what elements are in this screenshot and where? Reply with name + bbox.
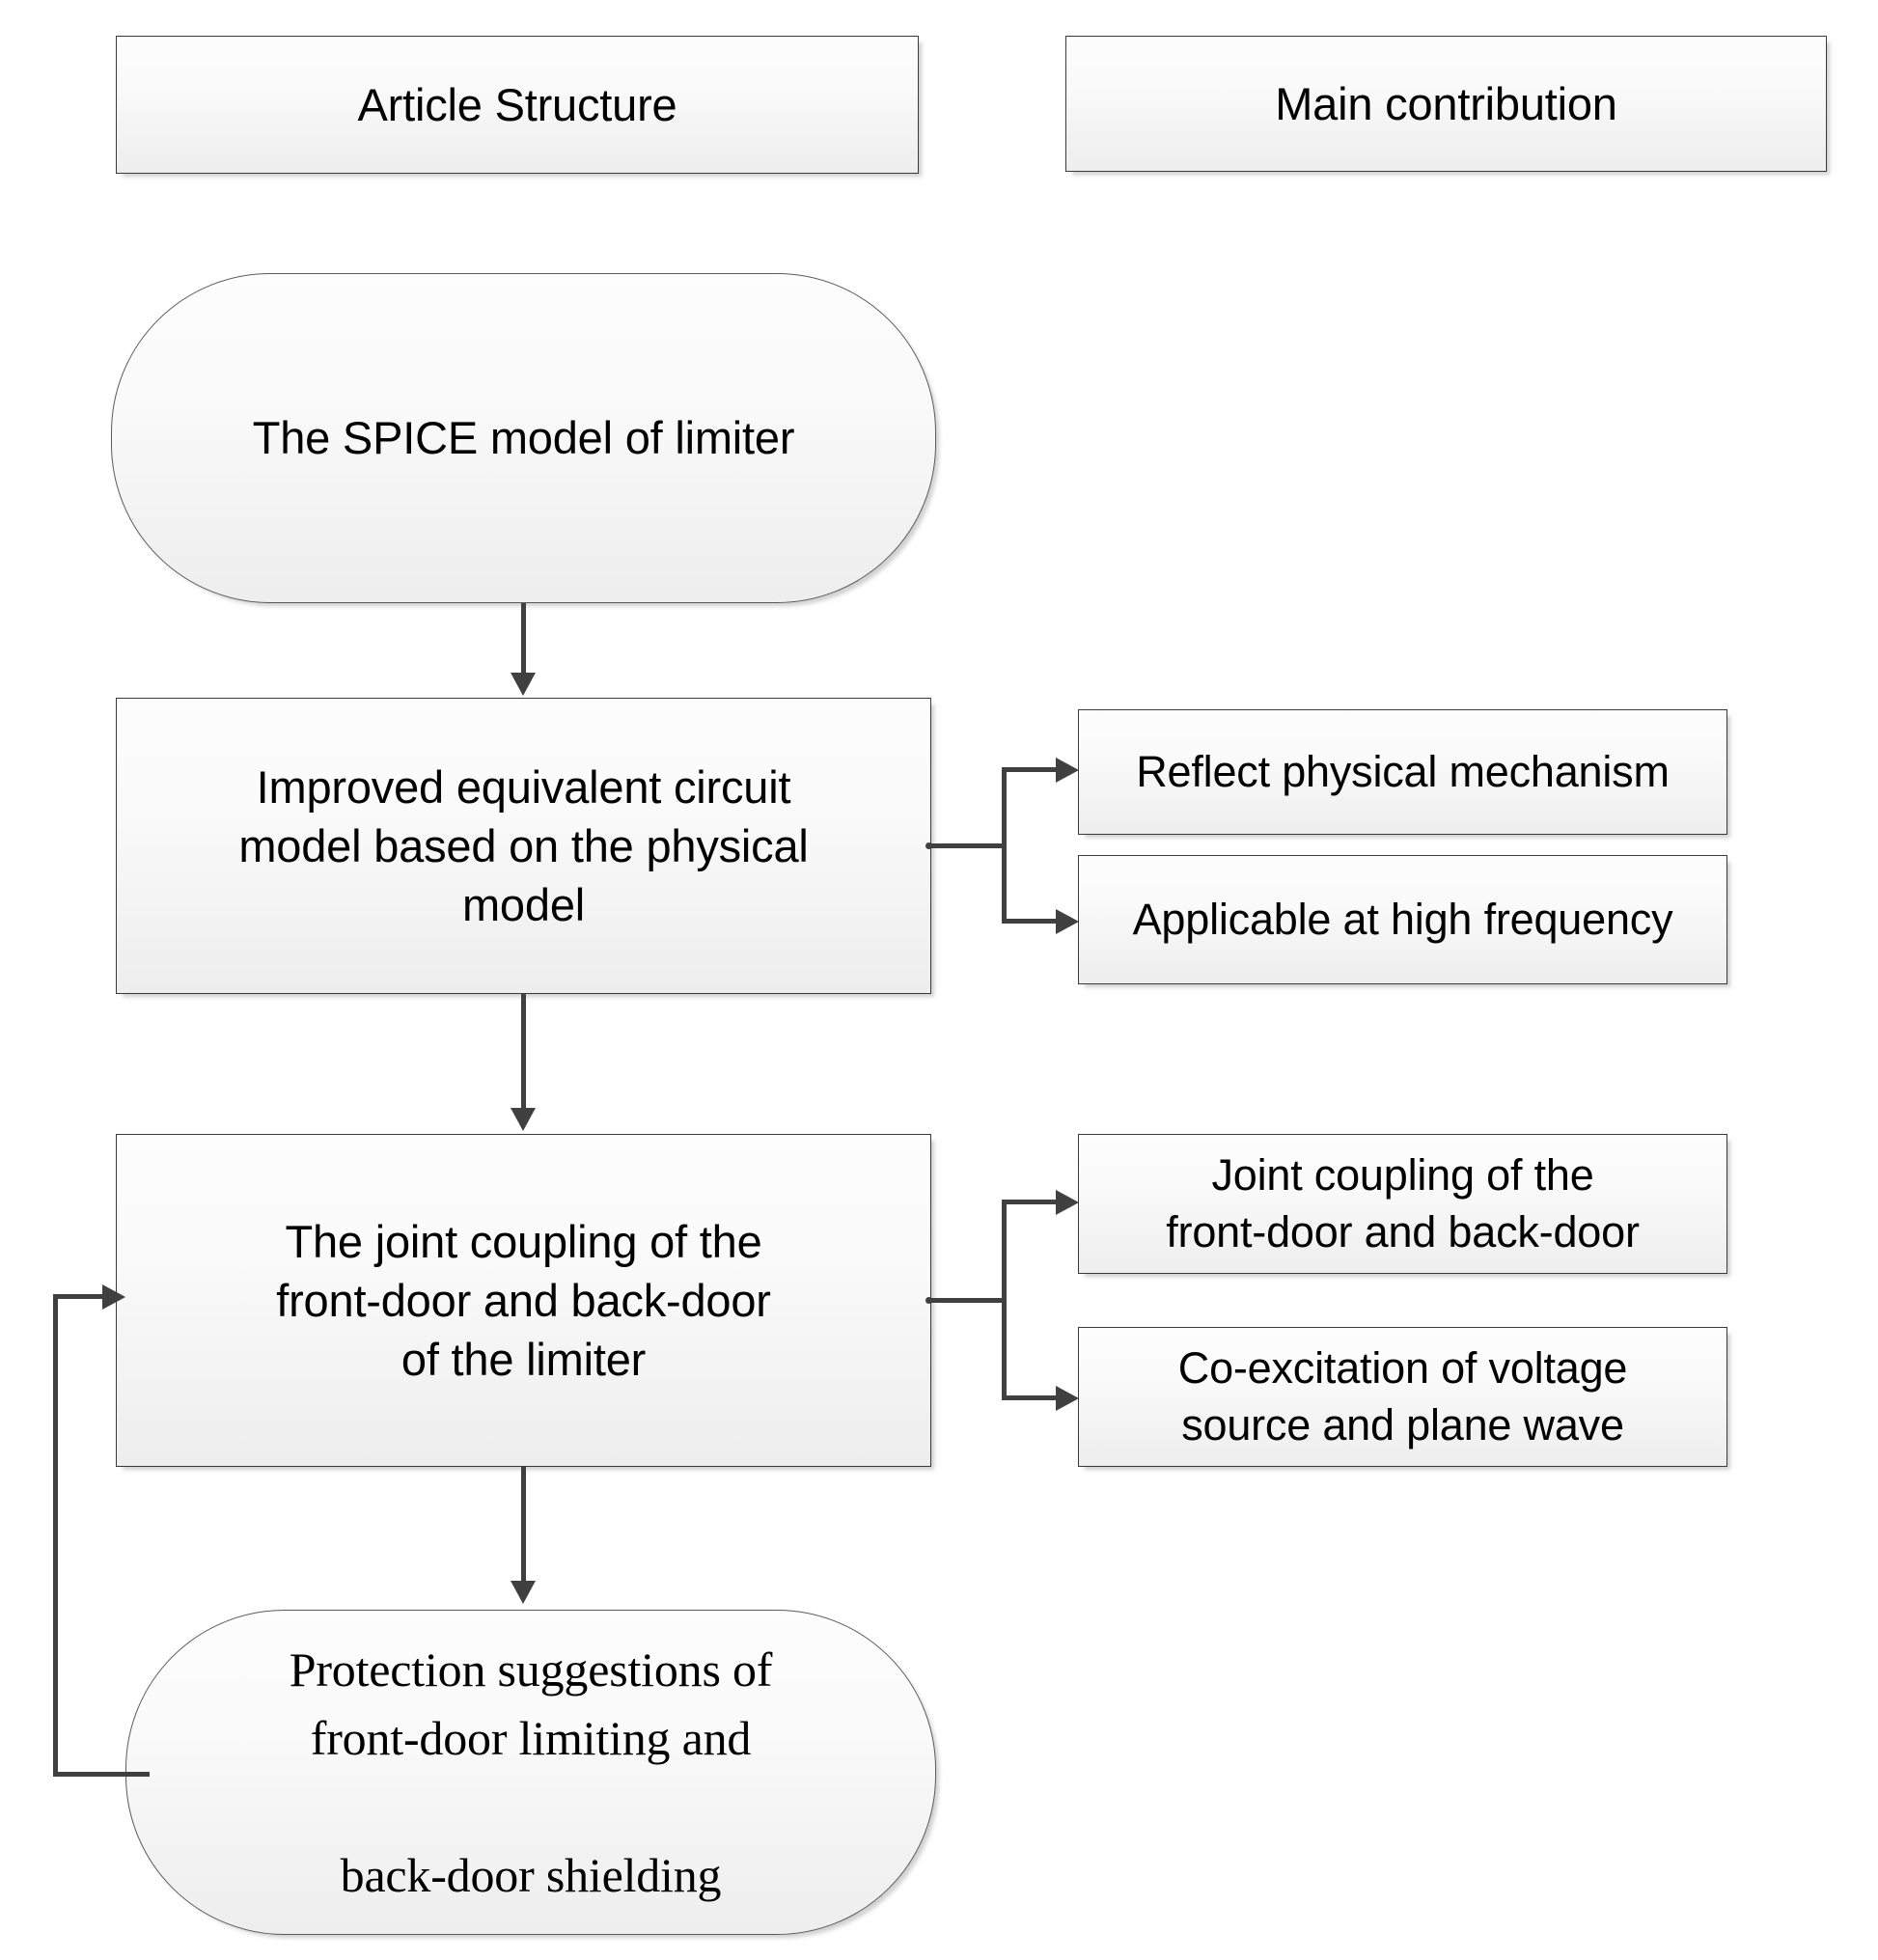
- node-spice-model-label: The SPICE model of limiter: [252, 412, 795, 464]
- node-joint-coupling-contribution-label: Joint coupling of the front-door and bac…: [1166, 1150, 1640, 1256]
- connector-improved-to-joint: [521, 994, 526, 1110]
- arrowhead-improved-to-highfreq-icon: [1056, 909, 1079, 934]
- connector-joint-to-protection: [521, 1467, 526, 1583]
- connector-joint-to-jointcontrib: [1002, 1200, 1062, 1204]
- node-reflect-physical-mechanism-label: Reflect physical mechanism: [1136, 746, 1670, 796]
- node-reflect-physical-mechanism: Reflect physical mechanism: [1078, 709, 1727, 835]
- connector-improved-stem: [928, 843, 1006, 848]
- column-header-article-structure: Article Structure: [116, 36, 919, 174]
- node-joint-coupling-limiter: The joint coupling of the front-door and…: [116, 1134, 931, 1467]
- node-joint-coupling-contribution: Joint coupling of the front-door and bac…: [1078, 1134, 1727, 1274]
- connector-improved-to-reflect: [1002, 767, 1062, 772]
- arrowhead-feedback-to-joint-icon: [102, 1284, 125, 1310]
- arrowhead-improved-to-joint-icon: [511, 1108, 536, 1131]
- arrowhead-joint-to-jointcontrib-icon: [1056, 1190, 1079, 1215]
- node-joint-coupling-limiter-label: The joint coupling of the front-door and…: [276, 1215, 771, 1386]
- connector-spice-to-improved: [521, 603, 526, 675]
- arrowhead-spice-to-improved-icon: [511, 673, 536, 696]
- connector-feedback-top: [53, 1294, 107, 1299]
- connector-joint-stem: [928, 1298, 1006, 1303]
- node-co-excitation-voltage-plane-wave-label: Co-excitation of voltage source and plan…: [1177, 1343, 1628, 1449]
- node-improved-equivalent-circuit-model: Improved equivalent circuit model based …: [116, 698, 931, 994]
- node-protection-suggestions: Protection suggestions of front-door lim…: [125, 1610, 936, 1935]
- connector-improved-to-highfreq: [1002, 919, 1062, 924]
- connector-feedback-bottom: [53, 1772, 150, 1777]
- connector-joint-riser: [1002, 1200, 1007, 1400]
- connector-feedback-riser: [53, 1294, 58, 1777]
- arrowhead-joint-to-protection-icon: [511, 1581, 536, 1604]
- column-header-article-structure-label: Article Structure: [357, 78, 677, 130]
- node-co-excitation-voltage-plane-wave: Co-excitation of voltage source and plan…: [1078, 1327, 1727, 1467]
- node-spice-model: The SPICE model of limiter: [111, 273, 936, 603]
- node-applicable-high-frequency-label: Applicable at high frequency: [1132, 894, 1673, 944]
- node-protection-suggestions-label: Protection suggestions of front-door lim…: [289, 1642, 773, 1902]
- arrowhead-joint-to-coexcitation-icon: [1056, 1386, 1079, 1411]
- arrowhead-improved-to-reflect-icon: [1056, 758, 1079, 783]
- node-applicable-high-frequency: Applicable at high frequency: [1078, 855, 1727, 984]
- node-improved-equivalent-circuit-model-label: Improved equivalent circuit model based …: [238, 760, 809, 931]
- column-header-main-contribution-label: Main contribution: [1275, 77, 1617, 129]
- connector-joint-to-coexcitation: [1002, 1395, 1062, 1400]
- column-header-main-contribution: Main contribution: [1065, 36, 1827, 172]
- connector-improved-riser: [1002, 767, 1007, 924]
